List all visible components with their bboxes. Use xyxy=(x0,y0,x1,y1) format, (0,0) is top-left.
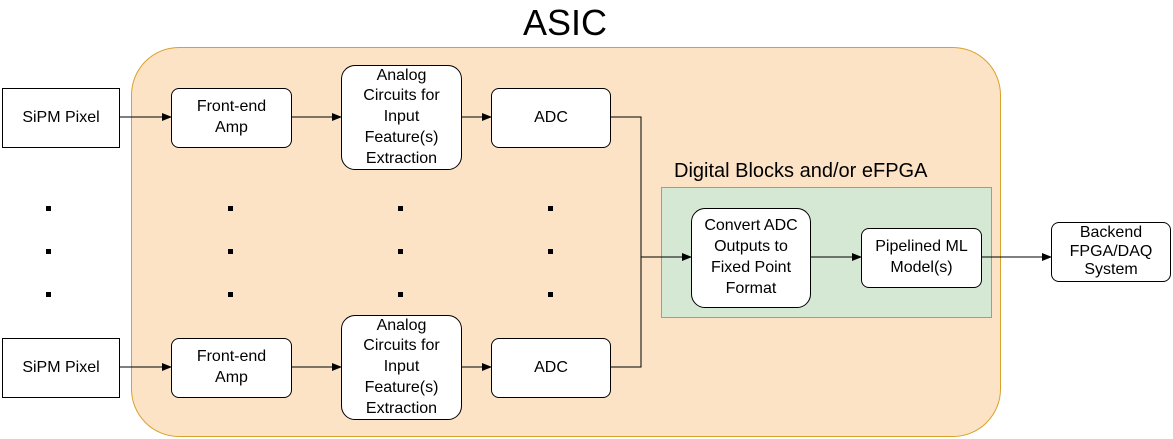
ellipsis-dot xyxy=(548,292,553,297)
analog-circuits-bottom-label: Analog Circuits for Input Feature(s) Ext… xyxy=(363,316,440,417)
wire-adc-top-to-bus xyxy=(611,116,642,257)
asic-title: ASIC xyxy=(523,2,608,43)
convert-adc-label: Convert ADC Outputs to Fixed Point Forma… xyxy=(704,217,798,297)
ml-model-label: Pipelined ML Model(s) xyxy=(875,238,968,276)
ellipsis-dot xyxy=(228,249,233,254)
ellipsis-dot xyxy=(46,206,51,211)
frontend-amp-top: Front-end Amp xyxy=(171,88,292,148)
ellipsis-dot xyxy=(46,249,51,254)
frontend-amp-top-label: Front-end Amp xyxy=(196,98,267,136)
ellipsis-dot xyxy=(228,292,233,297)
ml-model-block: Pipelined ML Model(s) xyxy=(861,228,982,288)
frontend-amp-bottom: Front-end Amp xyxy=(171,338,292,398)
adc-top-label: ADC xyxy=(534,108,568,126)
backend-block: Backend FPGA/DAQ System xyxy=(1051,222,1171,282)
ellipsis-dot xyxy=(228,206,233,211)
digital-title: Digital Blocks and/or eFPGA xyxy=(674,160,928,182)
sipm-pixel-top-label: SiPM Pixel xyxy=(22,108,100,126)
ellipsis-dot xyxy=(548,206,553,211)
ellipsis-dot xyxy=(548,249,553,254)
adc-bottom: ADC xyxy=(491,338,611,398)
sipm-pixel-top: SiPM Pixel xyxy=(2,88,120,148)
analog-circuits-top-label: Analog Circuits for Input Feature(s) Ext… xyxy=(363,66,440,167)
frontend-amp-bottom-label: Front-end Amp xyxy=(196,348,267,386)
ellipsis-dot xyxy=(398,206,403,211)
analog-circuits-top: Analog Circuits for Input Feature(s) Ext… xyxy=(341,65,462,170)
adc-bottom-label: ADC xyxy=(534,358,568,376)
backend-label: Backend FPGA/DAQ System xyxy=(1069,224,1153,279)
ellipsis-dot xyxy=(46,292,51,297)
ellipsis-dot xyxy=(398,249,403,254)
wire-adc-bottom-to-bus xyxy=(611,257,642,368)
sipm-pixel-bottom: SiPM Pixel xyxy=(2,338,120,398)
sipm-pixel-bottom-label: SiPM Pixel xyxy=(22,358,100,376)
analog-circuits-bottom: Analog Circuits for Input Feature(s) Ext… xyxy=(341,315,462,420)
ellipsis-dot xyxy=(398,292,403,297)
adc-top: ADC xyxy=(491,88,611,148)
convert-adc-block: Convert ADC Outputs to Fixed Point Forma… xyxy=(691,208,811,308)
